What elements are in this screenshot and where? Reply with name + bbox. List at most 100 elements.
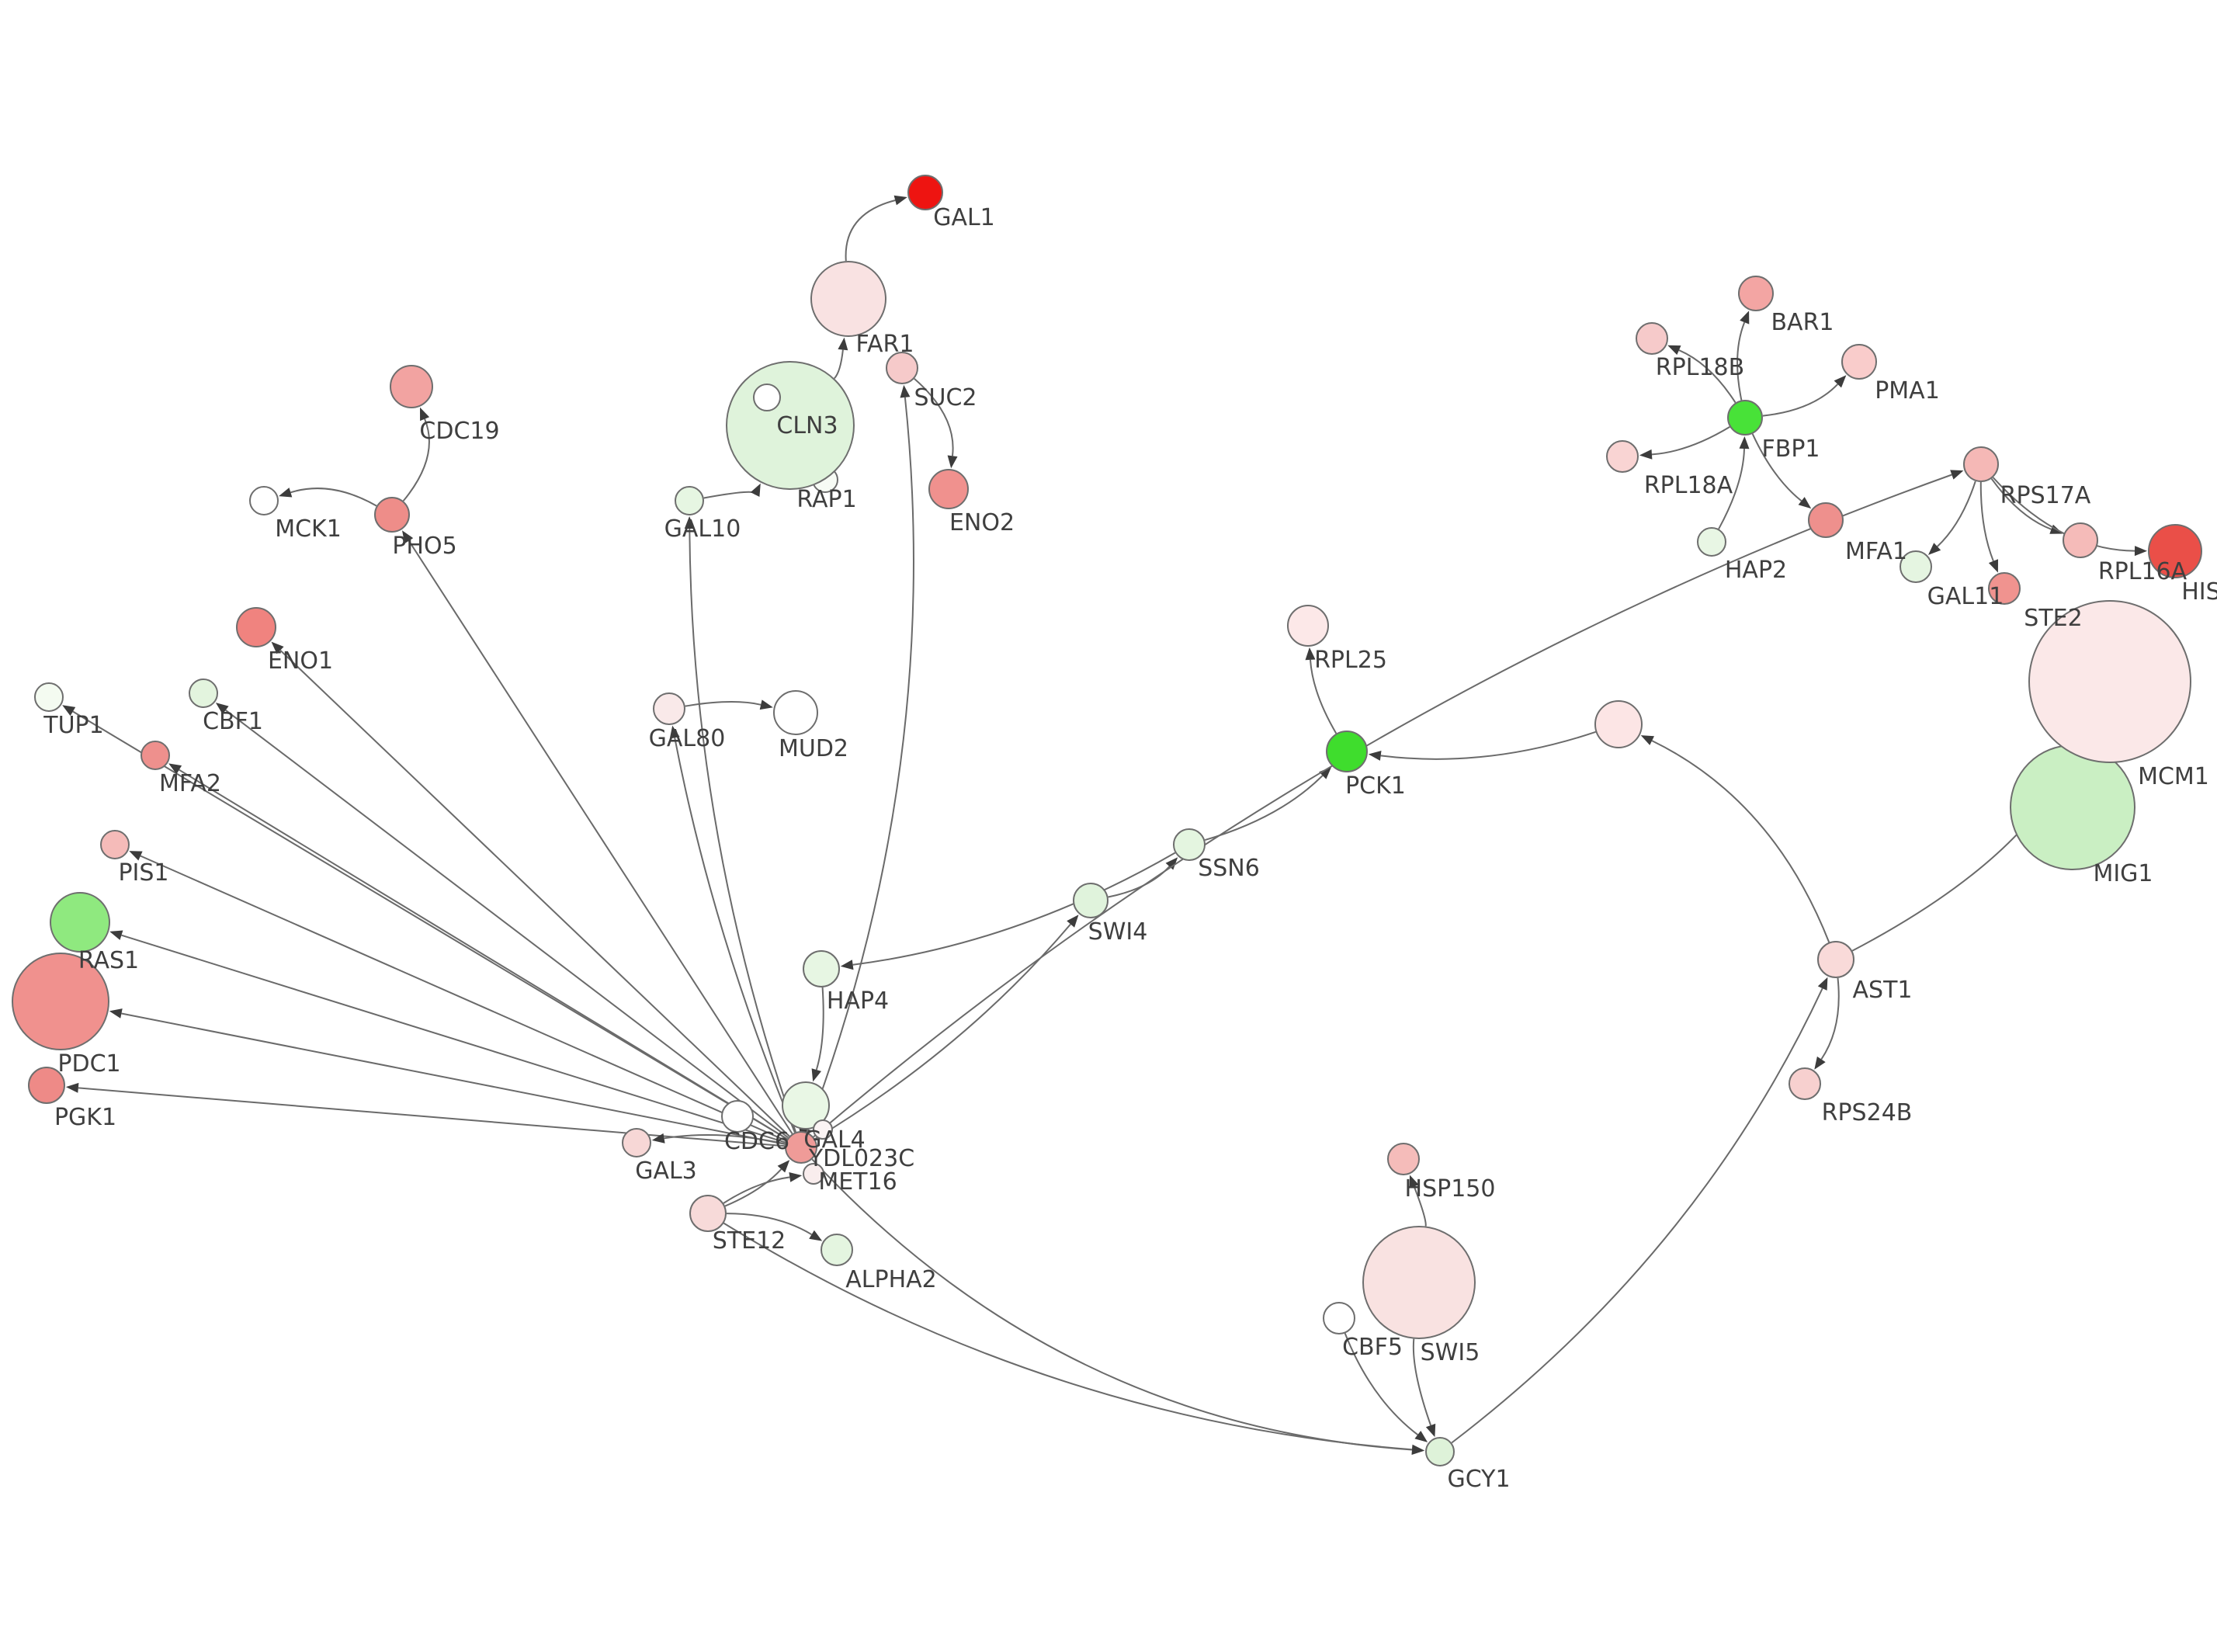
edge-fbp1-bar1[interactable]	[1736, 321, 1746, 401]
edge-gal4-pgk1[interactable]	[78, 1087, 786, 1147]
edge-rps17a-gal11[interactable]	[1937, 481, 1976, 547]
edge-pho5-cdc19[interactable]	[402, 418, 430, 502]
node-tup1[interactable]	[34, 682, 64, 712]
edge-ste12-gal4[interactable]	[724, 1168, 782, 1207]
node-cbf1[interactable]	[189, 678, 218, 708]
edge-suc2-eno2[interactable]	[914, 378, 954, 456]
node-rpl16a[interactable]	[2063, 522, 2098, 558]
node-bar1[interactable]	[1738, 276, 1774, 311]
edge-gal4-gal80[interactable]	[674, 738, 796, 1133]
edge-rps17a-ste2[interactable]	[1979, 481, 1994, 562]
edge-unlabeled1-pck1[interactable]	[1380, 731, 1596, 760]
node-hsp150[interactable]	[1387, 1143, 1420, 1175]
node-far1[interactable]	[810, 261, 886, 337]
node-ssn6[interactable]	[1173, 828, 1206, 861]
node-swi5[interactable]	[1362, 1226, 1476, 1339]
node-mfa2[interactable]	[141, 741, 170, 770]
node-gal1[interactable]	[907, 175, 943, 210]
node-gal4[interactable]	[785, 1131, 817, 1164]
edge-gal4-mfa2[interactable]	[179, 769, 788, 1140]
edge-swi5-gcy1[interactable]	[1412, 1338, 1432, 1426]
node-mfa1[interactable]	[1808, 502, 1844, 538]
edge-pho5-mck1[interactable]	[290, 488, 377, 507]
node-ras1[interactable]	[50, 892, 110, 953]
node-fbp1[interactable]	[1727, 400, 1763, 436]
edge-ste12-alpha2[interactable]	[726, 1213, 813, 1236]
node-gcy1[interactable]	[1425, 1437, 1455, 1466]
node-cdc6[interactable]	[721, 1100, 754, 1133]
edge-hap2-fbp1[interactable]	[1718, 448, 1745, 529]
node-hap2[interactable]	[1697, 527, 1726, 557]
edge-gal4-eno1[interactable]	[279, 649, 790, 1137]
node-rps24b[interactable]	[1789, 1067, 1821, 1100]
edge-gal4-ras1[interactable]	[121, 934, 786, 1144]
edge-gal80-mud2[interactable]	[685, 701, 762, 707]
node-rpl18a[interactable]	[1606, 440, 1639, 473]
node-rps17a[interactable]	[1963, 446, 1999, 482]
edge-gal4-suc2[interactable]	[806, 397, 914, 1133]
node-pck1[interactable]	[1326, 731, 1368, 772]
edge-ast1-rps24b[interactable]	[1820, 977, 1840, 1060]
edge-ast1-unlabeled1[interactable]	[1651, 740, 1830, 943]
edge-ste12-gcy1[interactable]	[723, 1222, 1413, 1451]
node-mig1[interactable]	[2010, 744, 2135, 870]
node-unlabeled1[interactable]	[1594, 700, 1643, 748]
node-gal80[interactable]	[653, 692, 685, 725]
edge-gal4-gal3[interactable]	[664, 1134, 786, 1145]
edge-hap4-hubgreen[interactable]	[815, 987, 824, 1071]
edge-cbf5-gcy1[interactable]	[1344, 1333, 1419, 1435]
edge-ste12-met16[interactable]	[723, 1176, 790, 1204]
node-eno1[interactable]	[236, 607, 276, 647]
node-his4[interactable]	[2148, 524, 2202, 578]
node-ste12[interactable]	[689, 1195, 727, 1232]
node-ast1[interactable]	[1817, 941, 1854, 978]
edge-fbp1-rpl18b[interactable]	[1678, 349, 1736, 404]
node-pis1[interactable]	[100, 830, 130, 859]
edge-swi5-hsp150[interactable]	[1413, 1186, 1427, 1227]
node-pma1[interactable]	[1841, 344, 1877, 380]
edge-gal4-cbf1[interactable]	[225, 710, 789, 1139]
node-eno2[interactable]	[928, 469, 969, 509]
edge-gal4-pdc1[interactable]	[121, 1012, 786, 1145]
node-rpl18b[interactable]	[1636, 322, 1668, 355]
node-mck1[interactable]	[249, 486, 279, 515]
node-alpha2[interactable]	[821, 1234, 853, 1266]
node-swi4[interactable]	[1073, 883, 1108, 918]
edge-fbp1-rpl18a[interactable]	[1651, 426, 1730, 456]
edge-pck1-rpl25[interactable]	[1310, 659, 1337, 734]
node-cdc19[interactable]	[390, 365, 433, 408]
edge-fbp1-mfa1[interactable]	[1751, 433, 1802, 502]
node-hap4[interactable]	[803, 950, 840, 987]
edge-ssn6-hap4[interactable]	[852, 852, 1176, 966]
node-gal11[interactable]	[1900, 550, 1932, 583]
node-mcm1[interactable]	[2028, 600, 2191, 763]
node-cbf5[interactable]	[1323, 1302, 1355, 1334]
node-pho5[interactable]	[374, 497, 410, 533]
node-hubgreen[interactable]	[782, 1081, 830, 1130]
edge-far1-gal1[interactable]	[845, 200, 896, 262]
edge-gcy1-ast1[interactable]	[1451, 987, 1823, 1444]
node-mud2[interactable]	[773, 690, 818, 735]
edge-gal4-pis1[interactable]	[140, 855, 787, 1142]
node-suc2[interactable]	[886, 352, 918, 384]
edge-rps17a-rpl16a[interactable]	[1990, 478, 2052, 530]
node-gal3[interactable]	[622, 1128, 651, 1157]
node-rpl25[interactable]	[1287, 605, 1329, 647]
edge-gal4-pho5[interactable]	[408, 540, 793, 1134]
node-pdc1[interactable]	[12, 953, 109, 1050]
node-ste2[interactable]	[1988, 572, 2021, 605]
edge-ssn6-pck1[interactable]	[1204, 775, 1324, 842]
edge-cln3-far1[interactable]	[834, 349, 844, 380]
edge-fbp1-pma1[interactable]	[1762, 384, 1839, 417]
node-met16[interactable]	[803, 1163, 824, 1185]
edge-gal4-gcy1[interactable]	[811, 1158, 1413, 1451]
edge-rps17a-his4[interactable]	[1992, 477, 2135, 552]
node-white1[interactable]	[753, 384, 781, 411]
node-gal10[interactable]	[675, 486, 704, 515]
edge-gal4-gal10[interactable]	[689, 528, 797, 1133]
node-ydl023c[interactable]	[813, 1119, 833, 1140]
edge-arrow-ste12-gcy1	[1411, 1444, 1425, 1455]
node-pgk1[interactable]	[28, 1067, 65, 1104]
